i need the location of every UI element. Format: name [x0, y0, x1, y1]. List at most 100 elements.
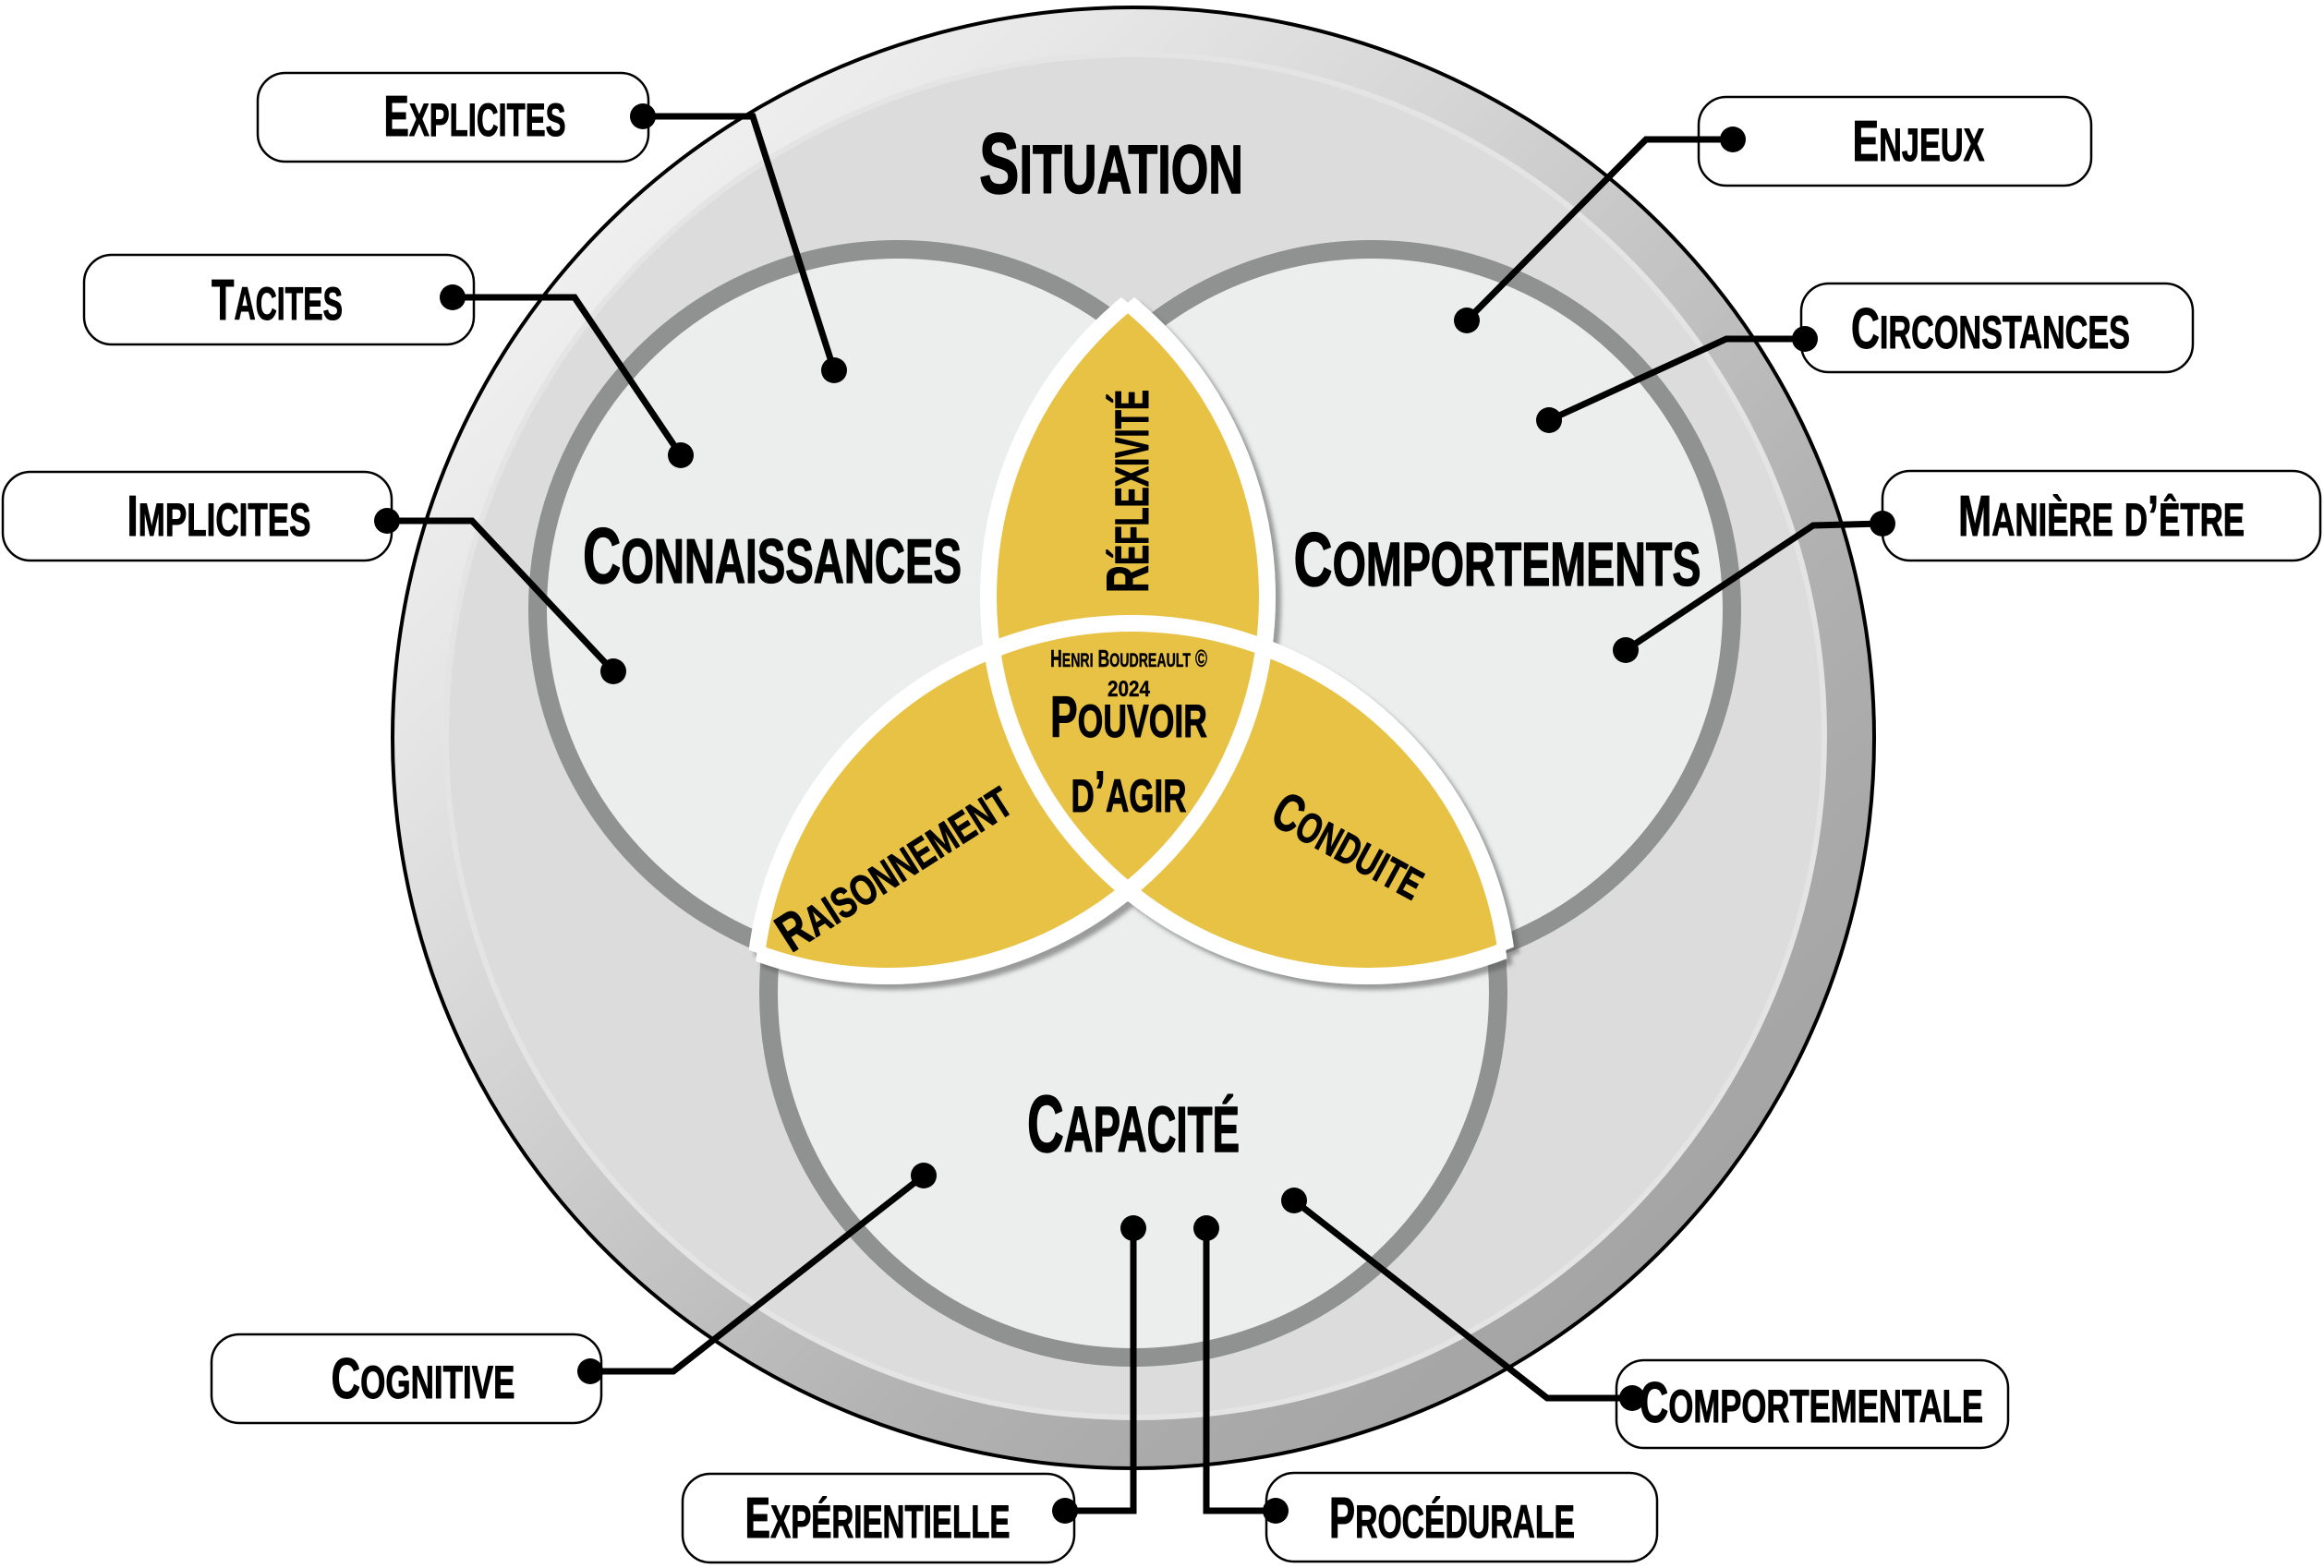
text-run: C [1851, 297, 1880, 361]
set-label-connaissances: Connaissances [583, 513, 962, 600]
text-run: R [1095, 565, 1161, 593]
leader-line [1203, 1228, 1276, 1514]
label-anchor-dot [630, 103, 656, 129]
text-run: anière [1991, 494, 2113, 546]
label-anchor-dot [577, 1358, 603, 1384]
leader-line [1547, 335, 1805, 424]
attribute-label-implicites: Implicites [1, 470, 626, 684]
text-run: C [1027, 1080, 1064, 1169]
text-run: agir [1106, 769, 1187, 822]
text-run: 2024 [1108, 677, 1151, 702]
text-run: I [127, 485, 139, 549]
leader-line [1464, 136, 1733, 323]
attribute-label-experientielle: Expérientielle [681, 1215, 1146, 1564]
situation-label: Situation [979, 115, 1243, 211]
text-run: éflexivité [1106, 390, 1158, 565]
set-label-comportements: Comportements [1294, 516, 1701, 602]
credit-author: Henri Boudreault © [1050, 645, 1207, 672]
label-text: Implicites [127, 485, 311, 549]
text-run: acites [234, 278, 343, 330]
intersection-area-capacite-side [754, 623, 1509, 976]
text-run: M [1958, 485, 1991, 549]
label-text: Expérientielle [745, 1487, 1011, 1550]
text-run: d [2124, 494, 2148, 546]
label-text: Circonstances [1851, 297, 2130, 361]
region-anchor-dot [911, 1163, 937, 1188]
text-run: être [2159, 494, 2245, 546]
label-anchor-dot [1052, 1498, 1078, 1524]
text-run: ’ [1095, 760, 1106, 825]
attribute-label-circonstances: Circonstances [1536, 282, 2195, 433]
leader-line [590, 1173, 926, 1375]
label-anchor-dot [440, 284, 466, 310]
intersection-divider-capacite [745, 615, 1518, 976]
text-run: B [1094, 645, 1110, 672]
text-run: irconstances [1880, 307, 2130, 358]
leader-line [387, 517, 616, 674]
label-anchor-dot [1263, 1498, 1289, 1524]
text-run: d [1071, 769, 1095, 822]
intersection-divider-connaissances [754, 217, 1276, 984]
text-run: oudreault [1109, 650, 1191, 671]
text-run: omportementale [1668, 1381, 1983, 1432]
leader-line [1065, 1228, 1137, 1514]
intersection-divider-comportements [980, 217, 1509, 984]
text-run: E [1853, 110, 1880, 174]
text-run: © [1191, 645, 1207, 672]
label-anchor-dot [1792, 326, 1818, 352]
attribute-labels: Explicites Tacites Implicites Enjeux [1, 71, 2322, 1564]
attribute-label-enjeux: Enjeux [1454, 95, 2093, 333]
region-anchor-dot [1454, 308, 1480, 333]
region-anchor-dot [600, 658, 626, 684]
label-text: Manière d’être [1958, 485, 2245, 549]
region-anchor-dot [1120, 1215, 1146, 1241]
text-run [2113, 485, 2124, 549]
text-run: T [212, 269, 235, 332]
text-run: E [384, 85, 409, 149]
text-run: C [583, 513, 621, 600]
text-run: onnaissances [621, 526, 962, 597]
attribute-label-cognitive: Cognitive [210, 1163, 937, 1425]
intersection-labels: Réflexivité Raisonnement Conduite Henri … [765, 389, 1432, 963]
intersection-label-reflexivite: Réflexivité [1095, 390, 1161, 593]
text-run: omportements [1333, 531, 1701, 599]
credit-year: 2024 [1108, 677, 1151, 702]
text-run: mplicites [139, 494, 311, 546]
region-anchor-dot [1193, 1215, 1219, 1241]
label-anchor-dot [1720, 127, 1746, 152]
text-run: ouvoir [1078, 694, 1207, 747]
region-labels: Situation Connaissances Comportements Ca… [582, 115, 1701, 1169]
label-text: Enjeux [1853, 110, 1985, 174]
label-box [210, 1333, 603, 1425]
text-run: ituation [1020, 131, 1243, 208]
set-label-capacite: Capacité [1027, 1080, 1240, 1169]
text-run: ognitive [360, 1357, 514, 1408]
attribute-label-procedurale: Procédurale [1193, 1215, 1659, 1563]
text-run: S [979, 115, 1020, 211]
text-run: E [745, 1487, 771, 1550]
text-run: H [1050, 645, 1062, 672]
label-anchor-dot [374, 508, 400, 534]
attribute-label-comportementale: Comportementale [1281, 1188, 2010, 1450]
label-text: Comportementale [1640, 1371, 1983, 1435]
text-run: C [332, 1347, 361, 1411]
region-anchor-dot [1281, 1188, 1307, 1213]
text-run: rocédurale [1355, 1496, 1575, 1548]
text-run: P [1050, 685, 1078, 750]
core-label-line-2: d’agir [1071, 760, 1187, 825]
text-run: P [1329, 1487, 1355, 1550]
leader-line [1291, 1198, 1632, 1402]
leader-line [643, 113, 838, 372]
attribute-label-tacites: Tacites [82, 253, 694, 468]
text-run: C [1640, 1371, 1668, 1435]
text-run: njeux [1879, 119, 1984, 171]
label-anchor-dot [1619, 1385, 1645, 1411]
region-anchor-dot [821, 357, 847, 383]
label-text: Explicites [384, 85, 566, 149]
label-text: Tacites [212, 269, 343, 332]
label-anchor-dot [1870, 511, 1895, 537]
core-label-line-1: Pouvoir [1050, 685, 1207, 750]
text-run: enri [1062, 650, 1094, 671]
region-anchor-dot [1536, 407, 1562, 433]
